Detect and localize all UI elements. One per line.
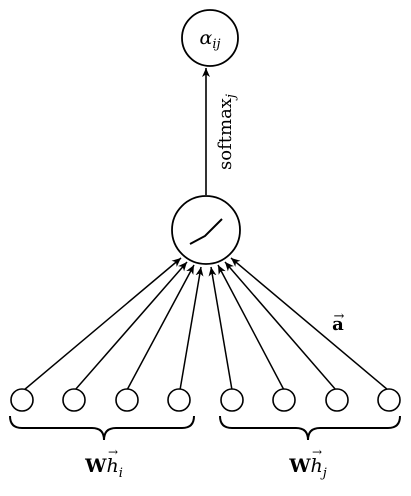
input-node-8 bbox=[377, 388, 401, 412]
input-arrow-4 bbox=[179, 266, 204, 391]
group-right-arrow: → bbox=[312, 445, 322, 459]
input-arrow-7 bbox=[224, 261, 337, 391]
input-arrow-1 bbox=[23, 257, 182, 391]
input-arrow-6 bbox=[217, 264, 285, 391]
input-node-7 bbox=[325, 388, 349, 412]
input-node-2 bbox=[62, 388, 86, 412]
input-arrow-5 bbox=[208, 266, 233, 391]
input-node-3 bbox=[115, 388, 139, 412]
input-node-5 bbox=[220, 388, 244, 412]
output-node bbox=[181, 9, 239, 67]
input-nodes bbox=[10, 388, 401, 412]
attention-vector-label: a bbox=[332, 314, 344, 335]
input-arrow-8 bbox=[230, 257, 389, 391]
left-brace bbox=[9, 415, 195, 441]
input-arrow-2 bbox=[74, 261, 188, 391]
leaky-relu-icon bbox=[189, 218, 223, 245]
attention-vector-arrow: → bbox=[334, 309, 345, 324]
output-node-label: αij bbox=[199, 27, 220, 52]
input-node-6 bbox=[272, 388, 296, 412]
input-node-4 bbox=[167, 388, 191, 412]
input-node-1 bbox=[10, 388, 34, 412]
activation-node bbox=[171, 195, 241, 265]
input-arrows bbox=[23, 257, 389, 391]
group-left-arrow: → bbox=[108, 445, 118, 459]
group-right-label: Whj bbox=[288, 455, 327, 481]
softmax-label: softmaxj bbox=[215, 94, 239, 170]
input-arrow-3 bbox=[126, 264, 195, 391]
right-brace bbox=[219, 415, 401, 441]
group-left-label: Whi bbox=[84, 455, 123, 481]
